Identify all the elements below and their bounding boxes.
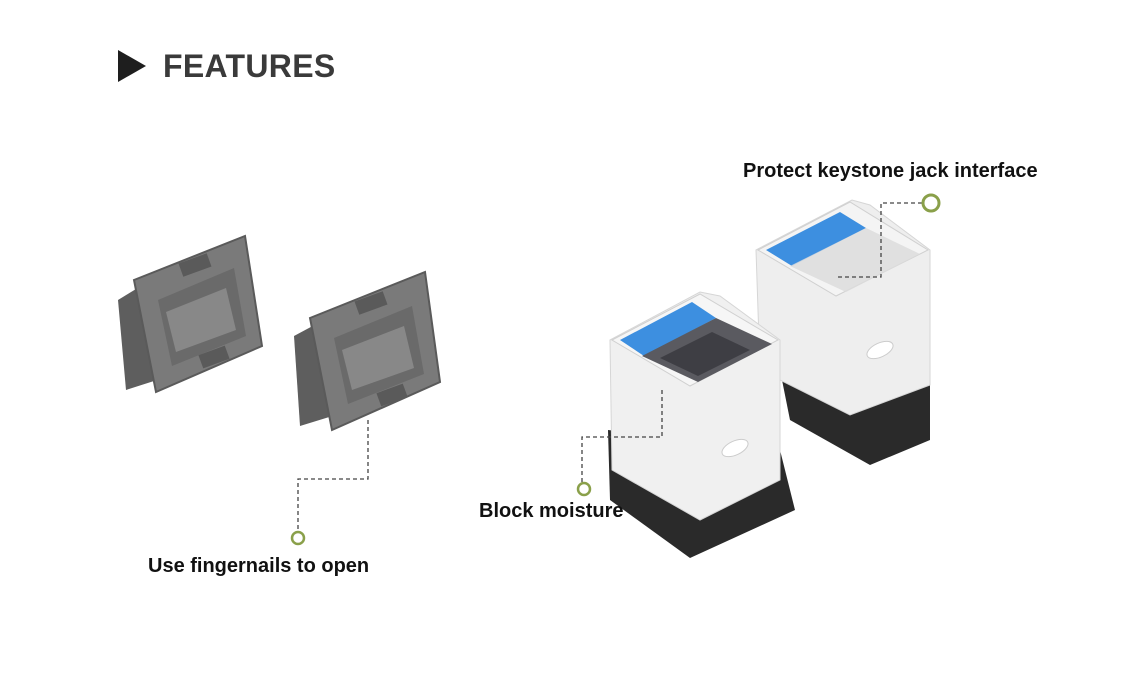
callout-fingernails-label: Use fingernails to open [148,555,370,577]
keystone-jack-back [755,199,931,465]
marker-fingernails-icon [290,530,306,546]
callout-moisture-label: Block moisture [479,500,624,522]
dust-cover-left [118,234,264,394]
play-triangle-icon [118,50,146,82]
dust-cover-right [294,270,442,432]
marker-moisture-icon [576,481,592,497]
callout-markers [290,193,941,546]
callout-protect-label: Protect keystone jack interface [743,160,1038,182]
marker-protect-icon [921,193,941,213]
keystone-jack-front [608,291,795,558]
callout-lines [297,202,922,532]
page-title: FEATURES [163,47,336,84]
features-heading: FEATURES [118,44,335,88]
